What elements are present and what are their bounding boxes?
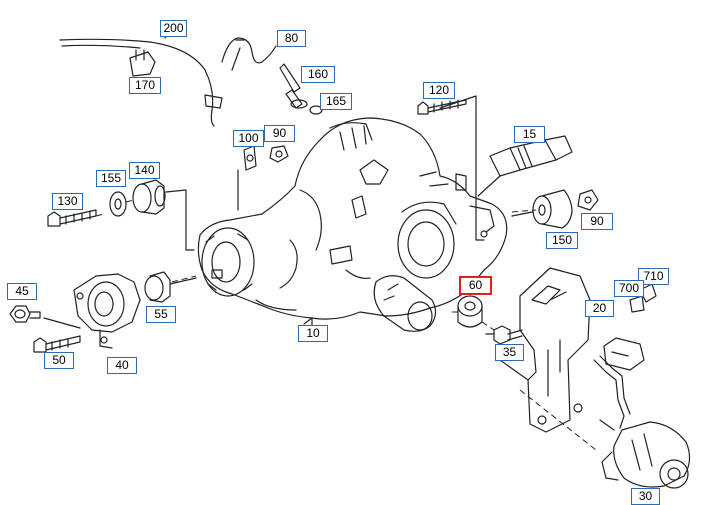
callout-35[interactable]: 35 xyxy=(495,344,524,361)
seal-165 xyxy=(309,105,323,115)
callout-710[interactable]: 710 xyxy=(638,268,669,285)
connector-160 xyxy=(279,63,308,109)
callout-20[interactable]: 20 xyxy=(585,300,614,317)
bolt-35 xyxy=(485,325,523,345)
differential-housing-10 xyxy=(197,117,508,332)
callout-55[interactable]: 55 xyxy=(146,306,176,323)
callout-80[interactable]: 80 xyxy=(277,30,306,47)
nut-90-upper xyxy=(269,145,289,163)
bolt-120 xyxy=(417,95,485,241)
actuator-30 xyxy=(593,337,691,489)
callout-10[interactable]: 10 xyxy=(298,325,328,342)
wire-harness-200 xyxy=(59,29,277,127)
clip-700-710 xyxy=(629,283,657,313)
callout-90-upper[interactable]: 90 xyxy=(264,125,295,142)
bracket-100 xyxy=(237,145,257,211)
bolt-130 xyxy=(47,209,97,227)
callout-140[interactable]: 140 xyxy=(129,162,160,179)
bushing-60 xyxy=(457,295,483,328)
callout-165[interactable]: 165 xyxy=(320,93,352,110)
callout-130[interactable]: 130 xyxy=(52,193,83,210)
nut-90-right xyxy=(577,189,599,211)
bushing-150 xyxy=(511,189,573,229)
callout-170[interactable]: 170 xyxy=(129,77,161,94)
callout-155[interactable]: 155 xyxy=(96,170,126,187)
callout-120[interactable]: 120 xyxy=(423,82,455,99)
callout-100[interactable]: 100 xyxy=(233,130,264,147)
callout-30[interactable]: 30 xyxy=(631,488,660,505)
callout-700[interactable]: 700 xyxy=(614,280,644,297)
flange-40 xyxy=(43,273,141,349)
callout-160[interactable]: 160 xyxy=(301,66,335,83)
plug-45 xyxy=(9,305,41,323)
bracket-20 xyxy=(499,267,591,433)
bushing-140 xyxy=(132,179,195,251)
callout-50[interactable]: 50 xyxy=(44,352,74,369)
bushing-55 xyxy=(144,271,197,303)
bolt-50 xyxy=(33,335,81,353)
clip-170 xyxy=(129,49,156,77)
callout-60-selected[interactable]: 60 xyxy=(459,276,492,295)
callout-40[interactable]: 40 xyxy=(107,357,137,374)
callout-200[interactable]: 200 xyxy=(160,20,187,37)
callout-15[interactable]: 15 xyxy=(514,126,545,143)
callout-150[interactable]: 150 xyxy=(546,232,578,249)
washer-155 xyxy=(109,191,127,217)
callout-45[interactable]: 45 xyxy=(7,283,37,300)
callout-90-right[interactable]: 90 xyxy=(581,213,613,230)
sensor-15 xyxy=(477,135,573,197)
